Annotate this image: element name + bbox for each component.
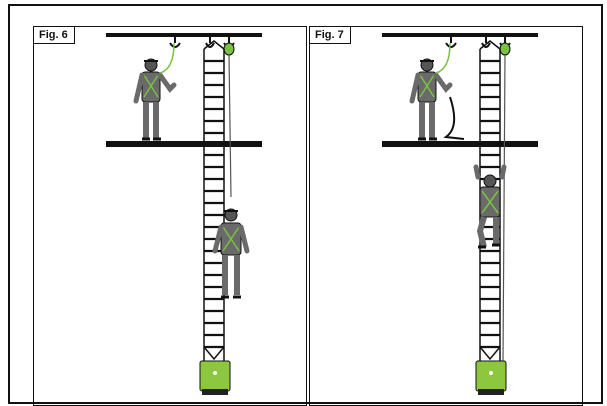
worker-figure-climbing — [473, 164, 507, 249]
rescue-bag-icon — [475, 360, 507, 395]
figure-7-panel: Fig. 7 — [309, 26, 583, 406]
descender-device-icon — [223, 42, 235, 56]
anchor-icon — [445, 37, 511, 48]
top-beam — [382, 33, 538, 37]
anchor-icon — [169, 37, 235, 48]
top-beam — [106, 33, 262, 37]
lifeline-rope — [502, 54, 506, 362]
lifeline-rope — [228, 54, 232, 198]
rope-ladder — [203, 40, 225, 367]
worker-figure-descending — [212, 208, 250, 299]
platform — [106, 141, 262, 147]
figure-6-label: Fig. 6 — [34, 27, 75, 44]
figure-7-illustration — [382, 33, 538, 395]
figure-6-panel: Fig. 6 — [33, 26, 307, 406]
worker-figure-standing — [409, 42, 465, 141]
descender-device-icon — [499, 42, 511, 56]
figure-6-illustration — [106, 33, 262, 395]
rescue-bag-icon — [199, 360, 231, 395]
figure-7-label: Fig. 7 — [310, 27, 351, 44]
platform — [382, 141, 538, 147]
worker-figure-standing — [133, 42, 177, 141]
